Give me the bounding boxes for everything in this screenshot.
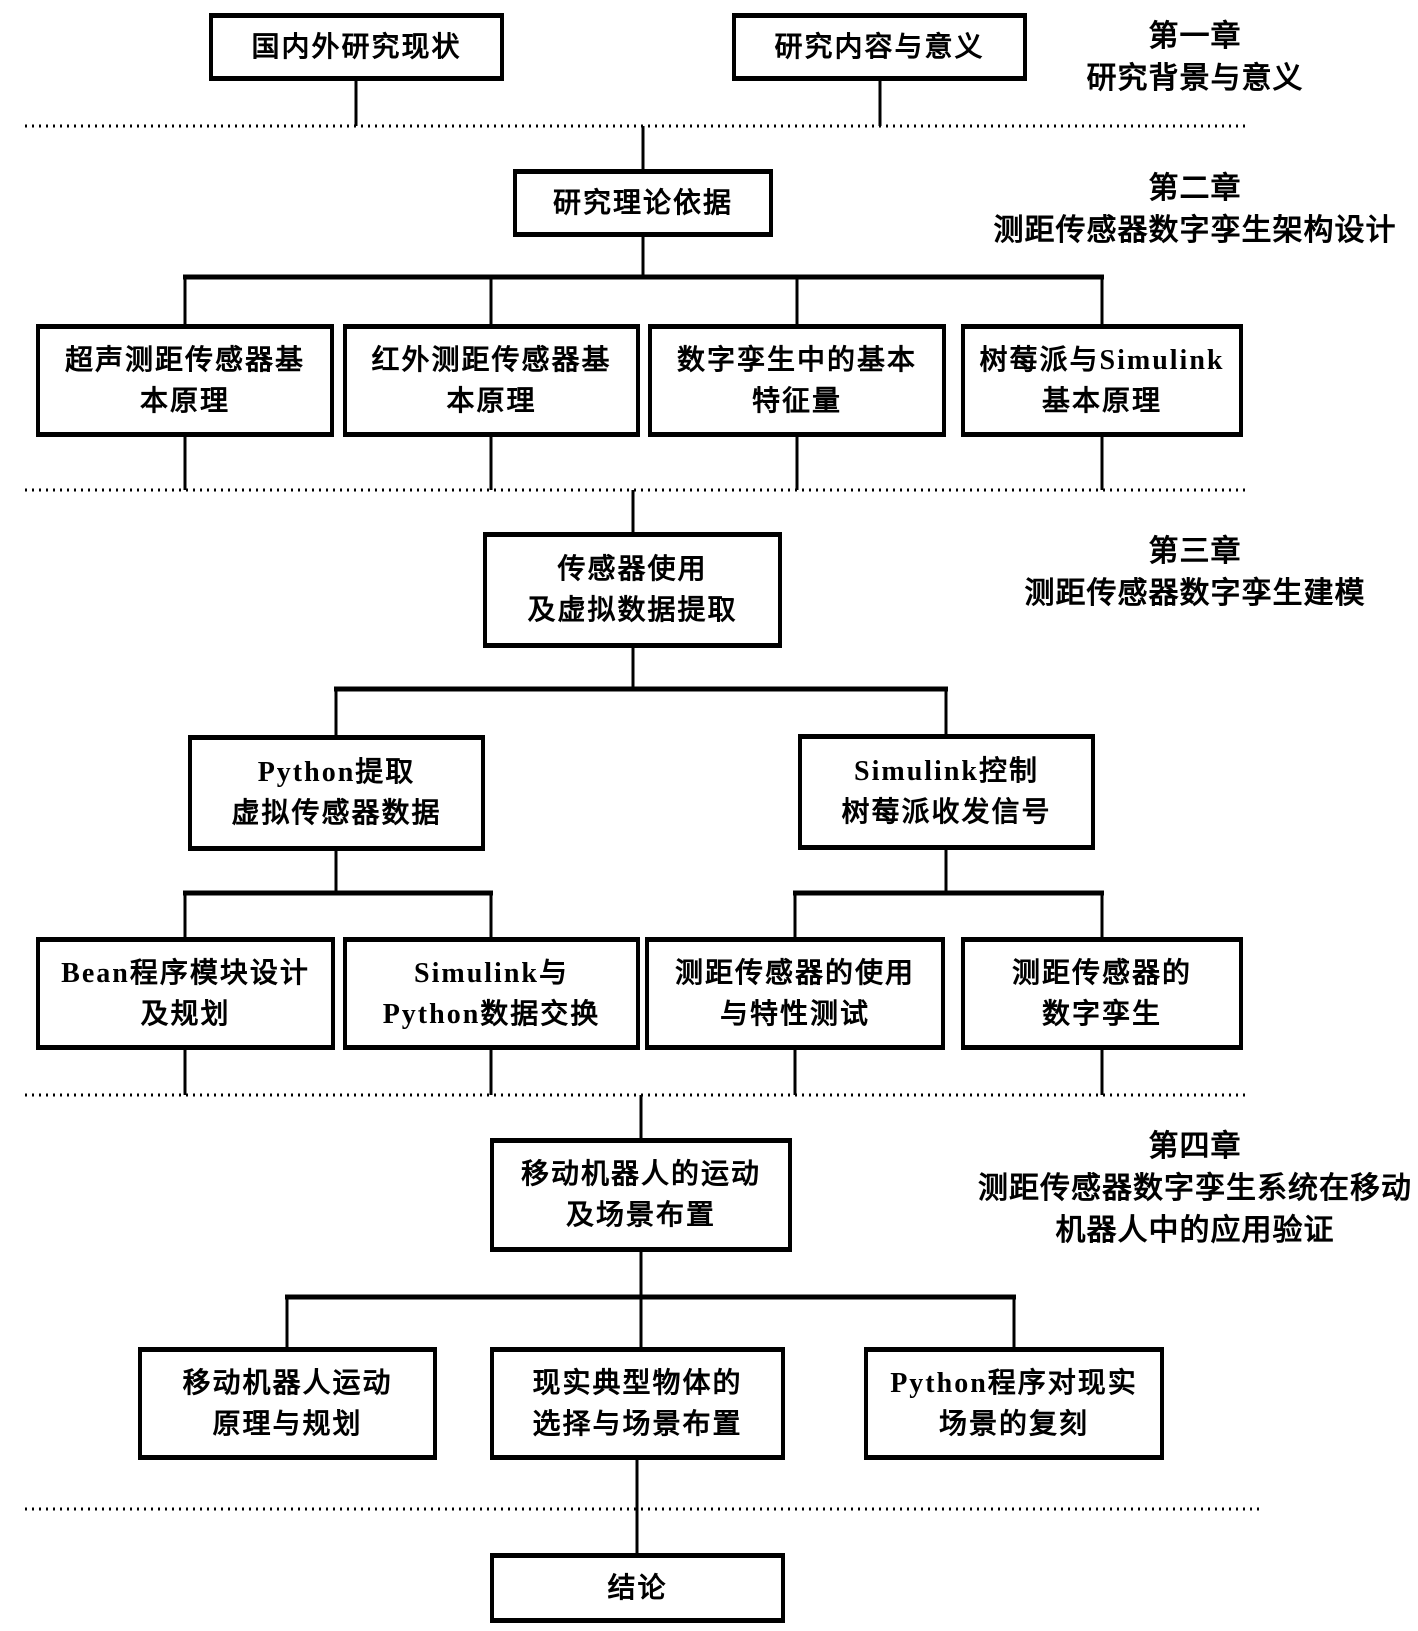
chapter-1-label: 第一章 研究背景与意义 bbox=[1086, 20, 1304, 95]
box-bean-program-module-design: Bean程序模块设计 及规划 bbox=[36, 937, 335, 1050]
box-ultrasonic-ranging-sensor-principle: 超声测距传感器基 本原理 bbox=[36, 324, 334, 437]
chapter-2-label: 第二章 测距传感器数字孪生架构设计 bbox=[993, 172, 1397, 247]
box-conclusion: 结论 bbox=[490, 1553, 785, 1623]
box-research-theoretical-basis: 研究理论依据 bbox=[513, 169, 773, 237]
dotted-separators bbox=[25, 124, 1260, 1511]
box-ranging-sensor-usage-characteristic-test: 测距传感器的使用 与特性测试 bbox=[645, 937, 945, 1050]
box-mobile-robot-motion-scene-layout: 移动机器人的运动 及场景布置 bbox=[490, 1138, 792, 1252]
box-domestic-foreign-research-status: 国内外研究现状 bbox=[209, 13, 504, 81]
box-typical-real-objects-scene-selection: 现实典型物体的 选择与场景布置 bbox=[490, 1347, 785, 1460]
box-python-real-scene-replication: Python程序对现实 场景的复刻 bbox=[864, 1347, 1164, 1460]
box-simulink-python-data-exchange: Simulink与 Python数据交换 bbox=[343, 937, 640, 1050]
chapter-3-label: 第三章 测距传感器数字孪生建模 bbox=[1024, 535, 1366, 610]
box-python-extract-virtual-sensor-data: Python提取 虚拟传感器数据 bbox=[188, 735, 485, 851]
box-research-content-significance: 研究内容与意义 bbox=[732, 13, 1027, 81]
box-raspberry-pi-simulink-principle: 树莓派与Simulink 基本原理 bbox=[961, 324, 1243, 437]
chapter-4-label: 第四章 测距传感器数字孪生系统在移动 机器人中的应用验证 bbox=[978, 1130, 1412, 1247]
box-infrared-ranging-sensor-principle: 红外测距传感器基 本原理 bbox=[343, 324, 640, 437]
vertical-connectors bbox=[183, 79, 1104, 1555]
box-digital-twin-basic-features: 数字孪生中的基本 特征量 bbox=[648, 324, 946, 437]
box-ranging-sensor-digital-twin: 测距传感器的 数字孪生 bbox=[961, 937, 1243, 1050]
box-simulink-control-raspberry-pi-signals: Simulink控制 树莓派收发信号 bbox=[798, 734, 1095, 850]
box-sensor-usage-virtual-data-extraction: 传感器使用 及虚拟数据提取 bbox=[483, 532, 782, 648]
box-mobile-robot-motion-principle-planning: 移动机器人运动 原理与规划 bbox=[138, 1347, 437, 1460]
